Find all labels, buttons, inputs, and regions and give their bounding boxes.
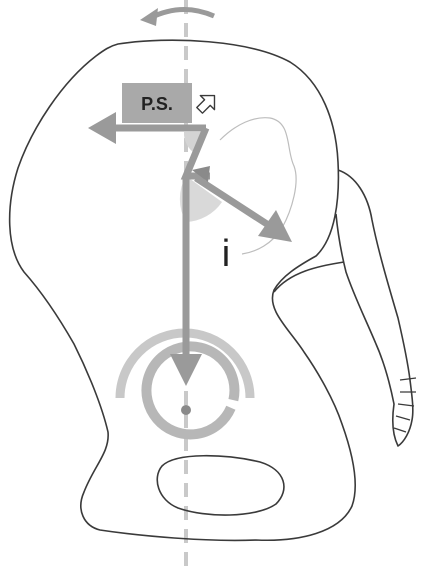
angle-label: i <box>222 233 230 275</box>
arrowhead-down-right <box>258 210 292 242</box>
hollow-diagonal-arrow-icon <box>193 88 222 117</box>
arrowhead-down <box>170 354 202 386</box>
ps-label: P.S. <box>141 94 173 114</box>
force-arrows <box>112 128 270 362</box>
hip-center-dot <box>181 405 191 415</box>
obturator-foramen-outline <box>157 456 284 515</box>
arrowhead-left <box>88 112 116 144</box>
rotation-arrow-icon <box>140 8 214 26</box>
